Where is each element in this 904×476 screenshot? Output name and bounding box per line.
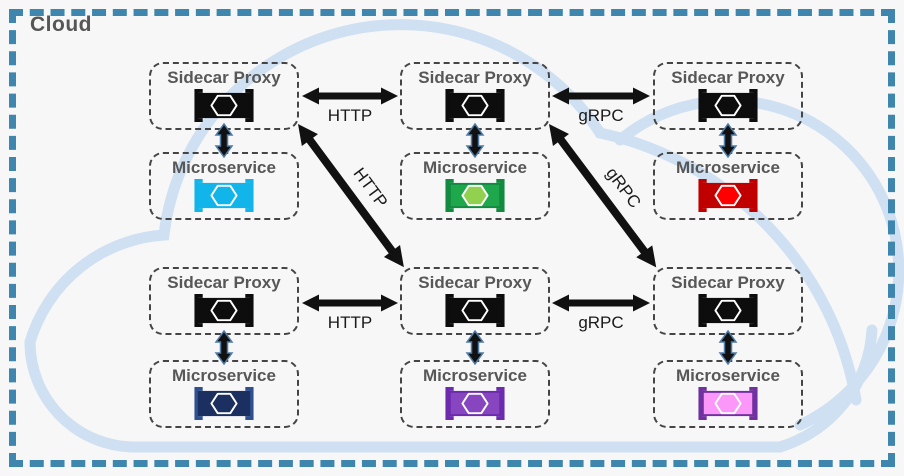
sidecar-proxy-node-bottom-middle: Sidecar Proxy [400,267,550,335]
sidecar-proxy-node-top-middle: Sidecar Proxy [400,62,550,130]
sidecar-proxy-node-bottom-left: Sidecar Proxy [149,267,299,335]
sidecar-proxy-title: Sidecar Proxy [418,68,532,87]
proxy-icon [194,89,254,122]
proxy-icon [194,294,254,327]
microservice-node-bottom-left: Microservice [149,360,299,428]
microservice-node-top-middle: Microservice [400,152,550,220]
microservice-icon [194,387,254,420]
sidecar-proxy-title: Sidecar Proxy [671,68,785,87]
proxy-icon [698,89,758,122]
microservice-node-top-left: Microservice [149,152,299,220]
microservice-title: Microservice [172,366,276,385]
sidecar-proxy-title: Sidecar Proxy [167,273,281,292]
proxy-icon [445,89,505,122]
microservice-icon [445,179,505,212]
microservice-icon [698,179,758,212]
sidecar-proxy-title: Sidecar Proxy [167,68,281,87]
microservice-title: Microservice [423,158,527,177]
sidecar-proxy-node-top-right: Sidecar Proxy [653,62,803,130]
sidecar-proxy-node-bottom-right: Sidecar Proxy [653,267,803,335]
proxy-icon [445,294,505,327]
proxy-icon [698,294,758,327]
sidecar-proxy-title: Sidecar Proxy [418,273,532,292]
microservice-icon [194,179,254,212]
sidecar-proxy-title: Sidecar Proxy [671,273,785,292]
cloud-boundary-label: Cloud [30,13,92,36]
microservice-title: Microservice [172,158,276,177]
microservice-icon [698,387,758,420]
sidecar-proxy-node-top-left: Sidecar Proxy [149,62,299,130]
microservice-node-bottom-middle: Microservice [400,360,550,428]
microservice-title: Microservice [676,366,780,385]
microservice-title: Microservice [423,366,527,385]
microservice-node-bottom-right: Microservice [653,360,803,428]
microservice-node-top-right: Microservice [653,152,803,220]
microservice-title: Microservice [676,158,780,177]
microservice-icon [445,387,505,420]
